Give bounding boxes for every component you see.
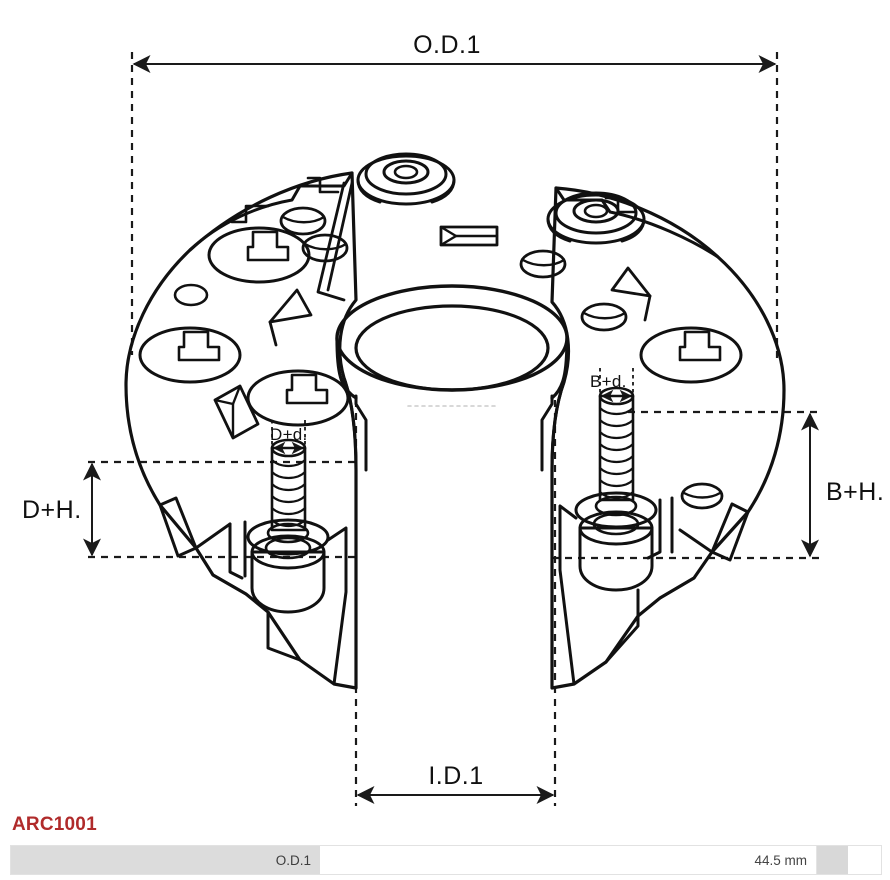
diode-left-bottom bbox=[246, 369, 350, 427]
vent-hole-6 bbox=[680, 482, 724, 510]
arrow-mark-right bbox=[610, 266, 652, 322]
inner-edge-right bbox=[550, 380, 566, 472]
vent-hole-2-lip bbox=[303, 242, 348, 251]
hub-outer-ellipse bbox=[335, 284, 569, 392]
vent-hole-4 bbox=[519, 249, 567, 279]
screw-assembly-right bbox=[558, 386, 714, 686]
bracket-right-6 bbox=[604, 588, 640, 664]
diode-left-upper bbox=[207, 226, 311, 284]
vent-hole-5 bbox=[580, 302, 628, 332]
dimension-label-od1: O.D.1 bbox=[413, 31, 481, 59]
bore-wall-right bbox=[540, 394, 554, 472]
spec-table: O.D.1 44.5 mm bbox=[10, 845, 882, 875]
bracket-left-5 bbox=[326, 526, 348, 686]
vent-hole-4-lip bbox=[521, 258, 566, 267]
bracket-left-6 bbox=[266, 610, 302, 662]
extension-lines bbox=[88, 52, 820, 806]
bracket-left-3 bbox=[194, 522, 232, 550]
technical-drawing: O.D.1 I.D.1 D+H. B+H. D+d. B+d. bbox=[22, 31, 884, 806]
bracket-right-1 bbox=[646, 498, 662, 560]
body-step-left-2 bbox=[306, 176, 340, 194]
part-number-label: ARC1001 bbox=[12, 814, 97, 835]
slot-top-center bbox=[439, 225, 499, 247]
dimension-label-d-plus-h: D+H. bbox=[22, 496, 82, 524]
body-inner-wall-left-2 bbox=[326, 181, 354, 292]
body-step-right bbox=[604, 196, 638, 214]
body-top-edge-left bbox=[188, 171, 354, 252]
hub-right-wall bbox=[550, 336, 569, 400]
rectifier-body bbox=[124, 152, 786, 690]
fin-right-outer bbox=[710, 502, 750, 562]
hub-inner-ellipse bbox=[354, 304, 550, 392]
body-top-edge-right bbox=[554, 186, 720, 259]
fin-left-outer bbox=[158, 496, 198, 558]
arrow-mark-left bbox=[268, 288, 313, 347]
bracket-right-5 bbox=[558, 504, 578, 686]
slot-left-angled bbox=[213, 384, 260, 440]
spec-row-spacer-white bbox=[849, 846, 881, 874]
terminal-stud-right bbox=[546, 191, 646, 245]
bracket-right-3 bbox=[678, 528, 714, 554]
bracket-left-1 bbox=[228, 522, 244, 580]
body-inner-wall-left bbox=[316, 181, 346, 302]
bracket-left-4 bbox=[211, 573, 248, 596]
vent-hole-6-lip bbox=[682, 491, 722, 499]
dimension-label-d-plus-d: D+d. bbox=[270, 425, 308, 444]
body-step-left bbox=[230, 204, 270, 224]
body-right-lobe bbox=[550, 186, 786, 690]
vent-hole-2 bbox=[301, 233, 349, 263]
diode-right bbox=[639, 326, 743, 384]
vent-hole-3 bbox=[173, 283, 209, 307]
screw-assembly-left bbox=[194, 438, 348, 686]
hub-left-wall bbox=[335, 336, 358, 400]
inner-edge-left bbox=[342, 376, 358, 472]
dimension-label-b-plus-h: B+H. bbox=[826, 478, 884, 506]
spec-row-value: 44.5 mm bbox=[321, 846, 817, 874]
spec-row-label: O.D.1 bbox=[11, 846, 321, 874]
rectifier-drawing-svg: O.D.1 I.D.1 D+H. B+H. D+d. B+d. bbox=[22, 31, 884, 806]
dimension-label-id1: I.D.1 bbox=[428, 762, 483, 790]
terminal-stud-left bbox=[356, 152, 456, 206]
vent-hole-5-lip bbox=[582, 311, 627, 320]
bracket-right-4 bbox=[658, 576, 696, 600]
diode-left-lower bbox=[138, 326, 242, 384]
vent-hole-1 bbox=[279, 206, 327, 236]
bore-wall-left bbox=[354, 394, 368, 472]
vent-hole-1-lip bbox=[281, 215, 326, 224]
spec-row-spacer-gray bbox=[817, 846, 849, 874]
dimension-label-b-plus-d: B+d. bbox=[590, 372, 627, 391]
